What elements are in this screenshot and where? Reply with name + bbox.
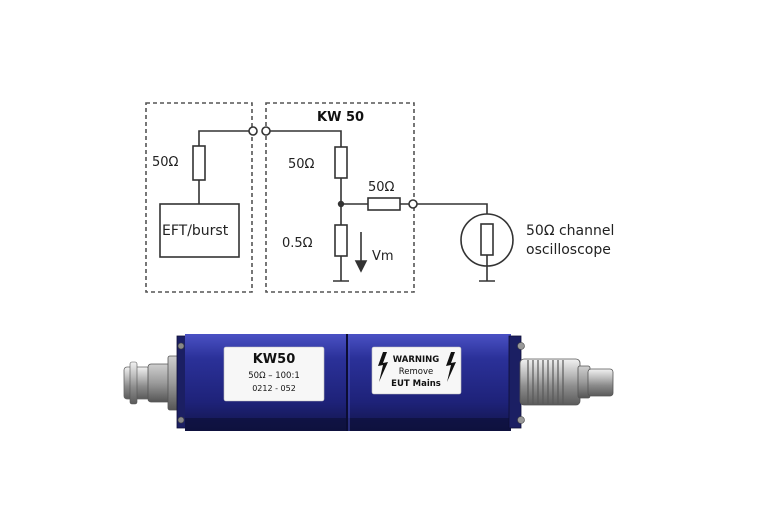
scope-label-line1: 50Ω channel xyxy=(526,223,614,239)
vm-arrow-head xyxy=(354,260,368,273)
device-label-name: KW50 xyxy=(253,352,296,367)
connector-right[interactable] xyxy=(261,126,271,136)
generator-block xyxy=(159,203,240,258)
warning-line1: WARNING xyxy=(393,355,440,365)
resistor-50-generator xyxy=(192,145,206,181)
kw50-device: KW50 50Ω – 100:1 0212 - 052 WARNING Remo… xyxy=(123,334,614,431)
connector-left[interactable] xyxy=(248,126,258,136)
generator-wire xyxy=(198,130,249,204)
ground-kw50 xyxy=(333,256,349,282)
device-label-serial: 0212 - 052 xyxy=(252,384,296,393)
r-top-label: 50Ω xyxy=(288,157,315,172)
warning-line2: Remove xyxy=(399,367,434,377)
generator-box xyxy=(145,102,253,293)
r-series-label: 50Ω xyxy=(368,180,395,195)
lemo-connector-right xyxy=(519,358,614,406)
bnc-connector-left xyxy=(123,355,181,411)
end-cap-left xyxy=(176,335,187,429)
warning-line3: EUT Mains xyxy=(391,379,441,389)
kw50-title: KW 50 xyxy=(317,110,364,125)
resistor-0-5 xyxy=(334,224,348,257)
warning-label xyxy=(371,346,462,395)
lightning-icon-left xyxy=(378,352,388,382)
kw50-box xyxy=(265,102,415,293)
kw50-wire-top xyxy=(270,130,342,147)
scope-label-line2: oscilloscope xyxy=(526,242,611,258)
vm-label: Vm xyxy=(372,249,394,264)
device-label xyxy=(223,346,325,402)
r-bottom-label: 0.5Ω xyxy=(282,236,313,251)
resistor-50-top xyxy=(334,146,348,179)
generator-resistor-label: 50Ω xyxy=(152,155,179,170)
end-cap-right xyxy=(508,335,522,429)
generator-label: EFT/burst xyxy=(162,223,229,239)
connector-output[interactable] xyxy=(408,199,418,209)
resistor-50-scope xyxy=(480,223,494,256)
resistor-50-series xyxy=(367,197,401,211)
lightning-icon-right xyxy=(446,352,456,382)
ground-scope xyxy=(479,255,495,282)
device-label-ratio: 50Ω – 100:1 xyxy=(248,371,299,381)
schematic xyxy=(145,102,514,293)
